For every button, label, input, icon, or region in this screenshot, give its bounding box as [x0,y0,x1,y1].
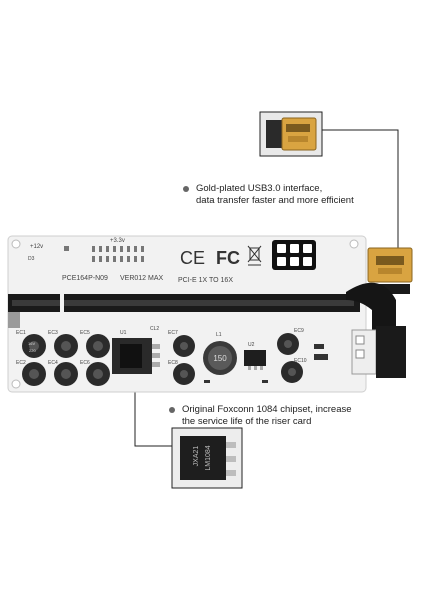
ec6-label: EC6 [80,360,90,366]
ec8-label: EC8 [168,360,178,366]
ec4-label: EC4 [48,360,58,366]
capacitor [22,334,46,358]
ce-mark: CE [180,248,205,268]
pcie-label: PCI-E 1X TO 16X [178,277,233,284]
diode-d3-label: D3 [28,256,35,262]
mount-hole-tr [349,239,359,249]
cl2-label: CL2 [150,326,159,332]
led-header-pins [64,246,144,262]
chip-callout-line2: the service life of the riser card [182,416,312,427]
version-label: VER012 MAX [120,275,164,282]
bullet-dot-icon [183,186,189,192]
mount-hole-bl [11,379,21,389]
ec5-label: EC5 [80,330,90,336]
cap-value-label: 220 [29,348,36,353]
cap-voltage-label: 16V [28,341,35,346]
chip-closeup-inset: JXA21 LM1084 [171,427,243,489]
ec9-label: EC9 [294,328,304,334]
ec3-label: EC3 [48,330,58,336]
usb-callout-line1: Gold-plated USB3.0 interface, [196,183,323,194]
capacitor-array [22,333,303,386]
usb-closeup-inset [259,111,323,157]
ec10-label: EC10 [294,358,307,364]
usb3-port [367,247,413,294]
capacitor [22,362,46,386]
capacitor [54,334,78,358]
capacitor [281,361,303,383]
capacitor [173,363,195,385]
chip-callout-line1: Original Foxconn 1084 chipset, increase [182,404,352,415]
capacitor [86,334,110,358]
u2-label: U2 [248,342,255,348]
inductor-l1: 150 [203,341,237,375]
mount-hole-tl [11,239,21,249]
usb-callout-line2: data transfer faster and more efficient [196,195,354,206]
pcie-x16-slot [8,294,360,328]
ec2-label: EC2 [16,360,26,366]
capacitor [277,333,299,355]
certification-marks: CE FC [180,245,262,268]
u2-chip [244,350,266,370]
power-cable-connector [346,282,406,378]
chip-marking-line1: JXA21 [193,446,200,467]
fc-mark: FC [216,248,240,268]
chip-marking-line2: LM1084 [205,445,212,470]
capacitor [173,335,195,357]
usb-callout-line [322,129,399,252]
smd-components [204,344,328,383]
usb-callout: Gold-plated USB3.0 interface, data trans… [183,183,354,207]
model-label: PCE164P-N09 [62,275,108,282]
six-pin-power-connector [272,240,316,270]
chip-callout: Original Foxconn 1084 chipset, increase … [169,404,352,428]
l1-label: L1 [216,332,222,338]
capacitor [86,362,110,386]
inductor-value: 150 [213,354,227,363]
voltage-12v-label: +12v [30,244,43,250]
ec1-label: EC1 [16,330,26,336]
u1-label: U1 [120,330,127,336]
bullet-dot-icon [169,407,175,413]
voltage-33v-label: +3.3v [110,238,125,244]
weee-bin-icon [247,245,262,266]
riser-board: +12v D3 +3.3v PCE164P-N09 VER012 MAX CE … [7,235,413,393]
ec7-label: EC7 [168,330,178,336]
capacitor [54,362,78,386]
u1-regulator-chip [112,338,160,374]
